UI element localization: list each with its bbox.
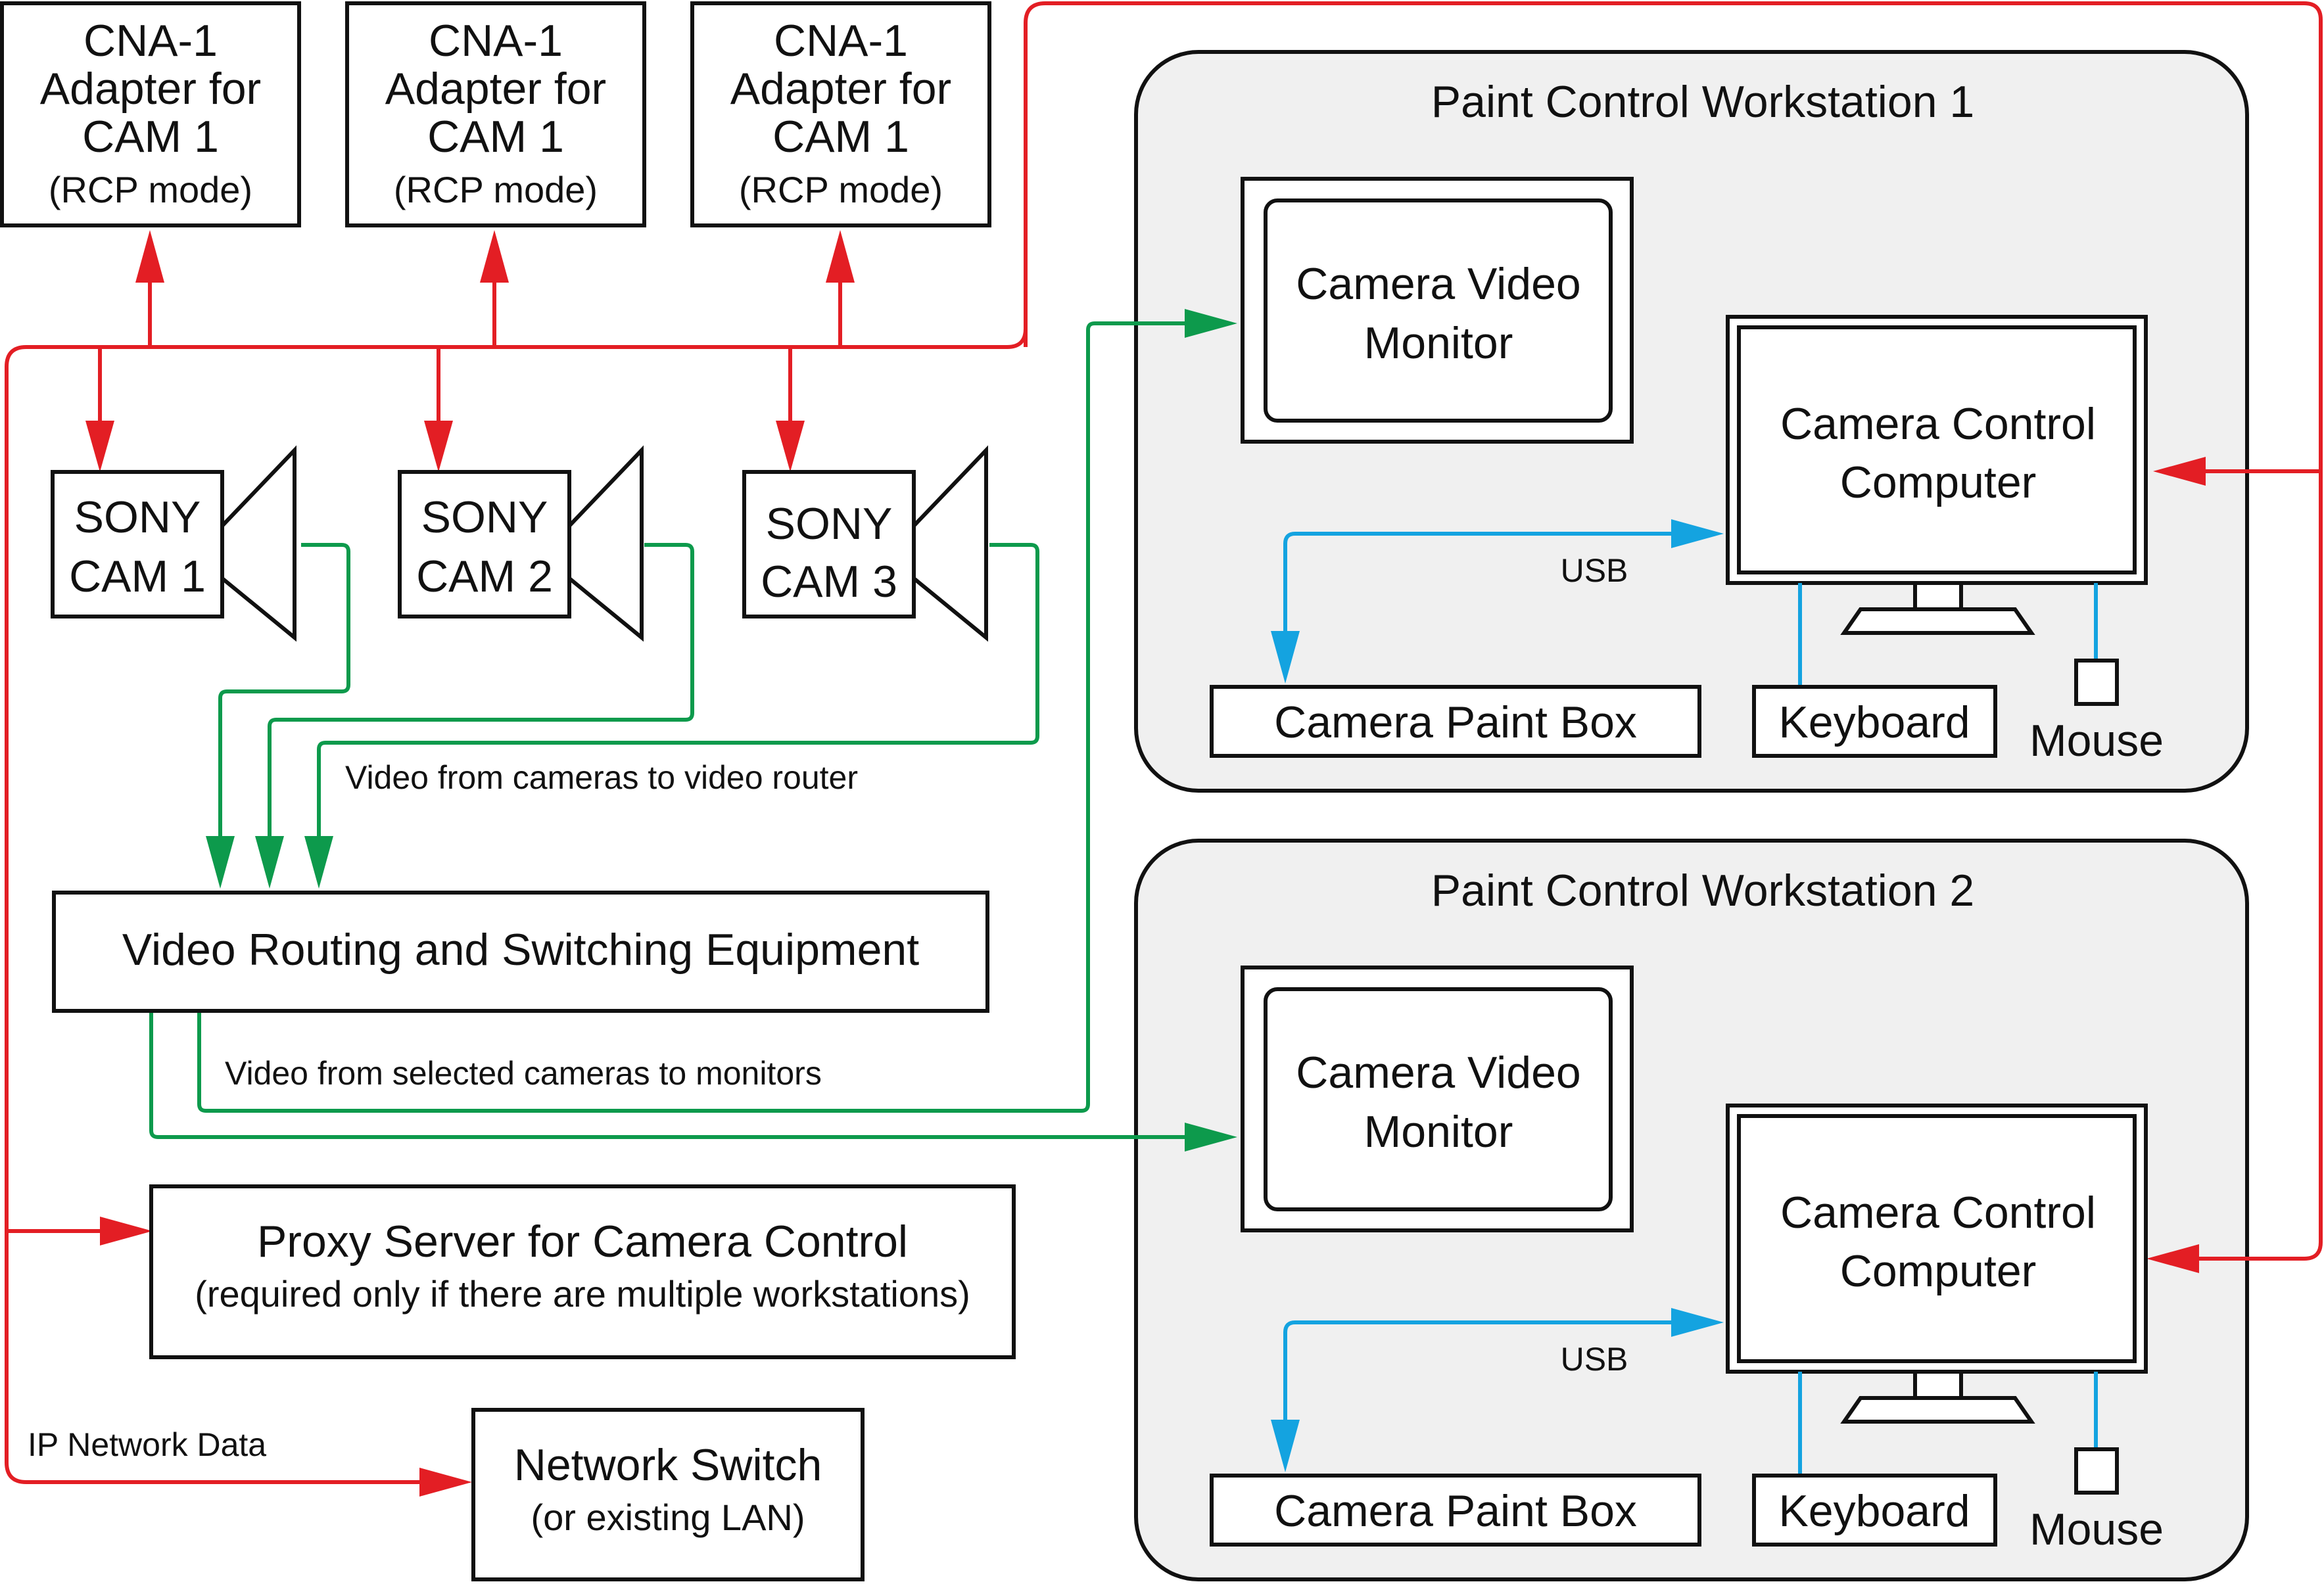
camera-brand: SONY	[766, 499, 893, 549]
proxy-title: Proxy Server for Camera Control	[257, 1217, 908, 1267]
video-monitor: Camera Video Monitor	[1241, 177, 1634, 444]
paint-box: Camera Paint Box	[1210, 1474, 1701, 1547]
switch-subtitle: (or existing LAN)	[531, 1497, 805, 1538]
adapter-line1: CNA-1	[429, 16, 563, 66]
video-lines	[149, 321, 1190, 1139]
camera-1: SONY CAM 1	[51, 445, 296, 642]
adapter-line2: Adapter for	[385, 64, 606, 114]
workstation-2: Paint Control Workstation 2 Camera Video…	[1210, 866, 2164, 1554]
mouse: Mouse	[2029, 1447, 2164, 1554]
mouse-label: Mouse	[2029, 716, 2164, 766]
computer-line2: Computer	[1840, 1246, 2037, 1296]
monitor-line1: Camera Video	[1296, 1048, 1580, 1098]
monitor-line2: Monitor	[1364, 318, 1513, 368]
switch-title: Network Switch	[514, 1440, 822, 1490]
keyboard-label: Keyboard	[1778, 1486, 1970, 1536]
mouse: Mouse	[2029, 659, 2164, 766]
keyboard-label: Keyboard	[1778, 697, 1970, 747]
network-arrowheads	[85, 230, 2206, 1497]
adapter-line2: Adapter for	[40, 64, 261, 114]
network-switch-box: Network Switch (or existing LAN)	[471, 1408, 865, 1581]
adapter-mode: (RCP mode)	[739, 169, 943, 210]
usb-label: USB	[1561, 1341, 1628, 1378]
network-lines	[5, 1, 2323, 1484]
video-to-router-label: Video from cameras to video router	[345, 759, 858, 796]
ip-network-label: IP Network Data	[28, 1426, 266, 1463]
camera-name: CAM 2	[416, 551, 553, 601]
adapter-box-3: CNA-1 Adapter for CAM 1 (RCP mode)	[690, 1, 991, 227]
camera-brand: SONY	[74, 492, 201, 542]
workstation-title: Paint Control Workstation 1	[1431, 77, 1974, 127]
workstation-1: Paint Control Workstation 1 Camera Video…	[1210, 77, 2164, 766]
adapter-line1: CNA-1	[774, 16, 908, 66]
usb-label: USB	[1561, 552, 1628, 589]
router-title: Video Routing and Switching Equipment	[122, 925, 919, 975]
proxy-server-box: Proxy Server for Camera Control (require…	[149, 1184, 1016, 1359]
adapter-line3: CAM 1	[427, 112, 564, 162]
control-computer: Camera Control Computer	[1726, 315, 2148, 635]
adapter-line2: Adapter for	[730, 64, 951, 114]
adapter-line1: CNA-1	[83, 16, 218, 66]
paint-box-label: Camera Paint Box	[1274, 1486, 1637, 1536]
camera-3: SONY CAM 3	[742, 445, 988, 642]
mouse-label: Mouse	[2029, 1504, 2164, 1554]
video-router-box: Video Routing and Switching Equipment	[52, 891, 989, 1013]
keyboard: Keyboard	[1752, 1474, 1997, 1547]
computer-line2: Computer	[1840, 457, 2037, 507]
camera-2: SONY CAM 2	[398, 445, 644, 642]
monitor-line1: Camera Video	[1296, 259, 1580, 309]
computer-line1: Camera Control	[1780, 399, 2096, 449]
workstation-title: Paint Control Workstation 2	[1431, 866, 1974, 916]
adapter-box-1: CNA-1 Adapter for CAM 1 (RCP mode)	[0, 1, 301, 227]
adapter-mode: (RCP mode)	[49, 169, 252, 210]
adapter-box-2: CNA-1 Adapter for CAM 1 (RCP mode)	[345, 1, 646, 227]
proxy-subtitle: (required only if there are multiple wor…	[195, 1273, 970, 1315]
computer-line1: Camera Control	[1780, 1188, 2096, 1238]
monitor-line2: Monitor	[1364, 1107, 1513, 1157]
camera-name: CAM 3	[761, 557, 897, 607]
adapter-line3: CAM 1	[82, 112, 219, 162]
video-arrowheads	[206, 309, 1237, 1152]
paint-box: Camera Paint Box	[1210, 685, 1701, 758]
control-computer: Camera Control Computer	[1726, 1104, 2148, 1424]
video-to-monitors-label: Video from selected cameras to monitors	[225, 1055, 822, 1092]
camera-brand: SONY	[421, 492, 548, 542]
camera-name: CAM 1	[69, 551, 206, 601]
keyboard: Keyboard	[1752, 685, 1997, 758]
paint-box-label: Camera Paint Box	[1274, 697, 1637, 747]
video-monitor: Camera Video Monitor	[1241, 966, 1634, 1232]
adapter-line3: CAM 1	[772, 112, 909, 162]
adapter-mode: (RCP mode)	[394, 169, 598, 210]
